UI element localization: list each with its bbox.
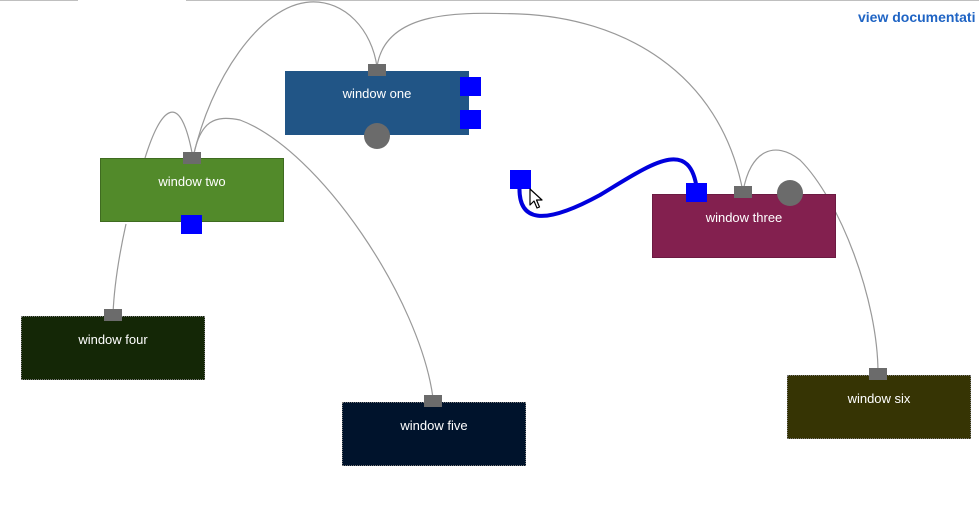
window-six[interactable]: window six <box>787 375 971 439</box>
top-tab-gap <box>78 0 186 2</box>
window-six-top-endpoint[interactable] <box>869 368 887 380</box>
window-three-left-endpoint[interactable] <box>686 183 707 202</box>
window-one-label: window one <box>342 86 412 101</box>
window-three-top-endpoint[interactable] <box>734 186 752 198</box>
window-one-top-endpoint[interactable] <box>368 64 386 76</box>
connector-two-self <box>144 111 194 159</box>
window-two-bottom-endpoint[interactable] <box>181 215 202 234</box>
window-six-label: window six <box>847 391 911 406</box>
mouse-pointer-icon <box>529 188 543 209</box>
window-three-dot-endpoint[interactable] <box>777 180 803 206</box>
connector-two-five <box>192 117 434 399</box>
window-two[interactable]: window two <box>100 158 284 222</box>
view-documentation-link[interactable]: view documentati <box>858 9 976 25</box>
window-five[interactable]: window five <box>342 402 526 466</box>
window-two-top-endpoint[interactable] <box>183 152 201 164</box>
window-four[interactable]: window four <box>21 316 205 380</box>
top-border <box>0 0 979 1</box>
connector-two-four <box>112 223 127 315</box>
window-four-label: window four <box>78 332 148 347</box>
window-two-label: window two <box>158 174 226 189</box>
window-five-label: window five <box>400 418 468 433</box>
connector-three-six <box>742 149 879 374</box>
connector-one-three <box>376 12 744 193</box>
window-one-right-endpoint-lower[interactable] <box>460 110 481 129</box>
window-five-top-endpoint[interactable] <box>424 395 442 407</box>
dragged-endpoint[interactable] <box>510 170 531 189</box>
connector-two-one <box>192 1 378 159</box>
window-three[interactable]: window three <box>652 194 836 258</box>
window-one-right-endpoint-upper[interactable] <box>460 77 481 96</box>
window-one-bottom-dot-endpoint[interactable] <box>364 123 390 149</box>
active-drag-connector <box>517 157 699 218</box>
window-four-top-endpoint[interactable] <box>104 309 122 321</box>
window-three-label: window three <box>705 210 783 225</box>
